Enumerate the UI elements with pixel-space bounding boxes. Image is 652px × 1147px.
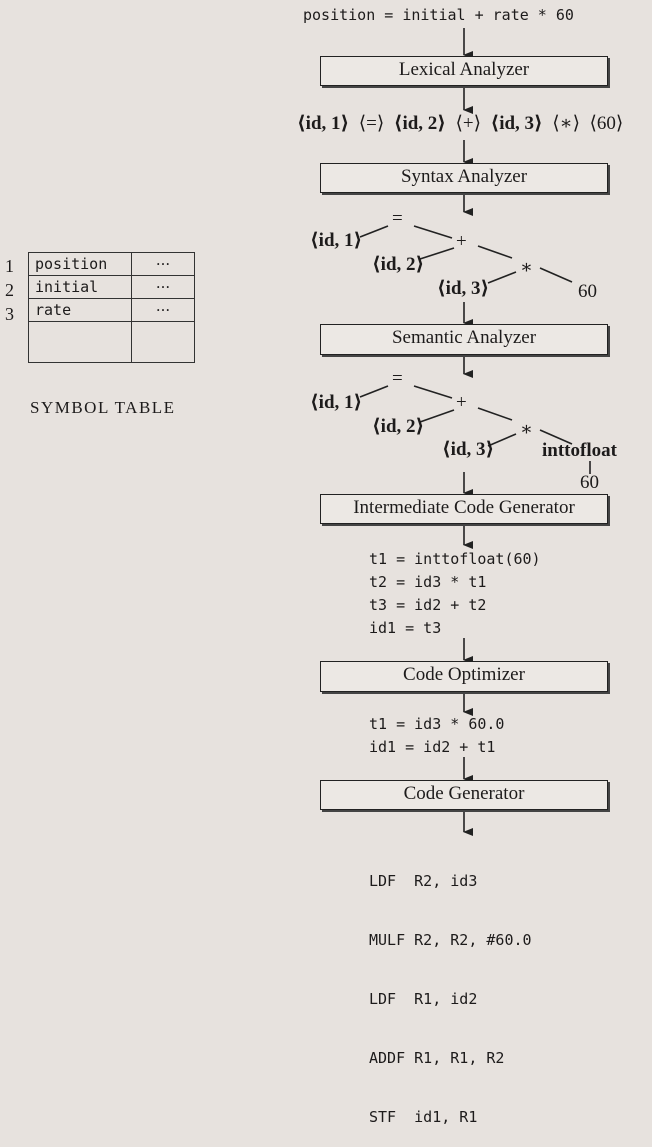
optimized-code-block: t1 = id3 * 60.0 id1 = id2 + t1 <box>369 713 504 759</box>
intermediate-code-block: t1 = inttofloat(60) t2 = id3 * t1 t3 = i… <box>369 548 541 640</box>
edge-assign-id1 <box>359 225 389 238</box>
code-generator-box: Code Generator <box>320 780 608 810</box>
symbol-table-row: rate ··· <box>28 298 195 322</box>
diagram-connectors <box>359 28 591 836</box>
source-statement: position = initial + rate * 60 <box>303 6 574 24</box>
token: ⟨∗⟩ <box>552 113 580 134</box>
token: ⟨=⟩ <box>358 113 385 134</box>
symbol-table-empty-row <box>28 321 195 363</box>
semantic-node-assign: = <box>392 368 403 389</box>
semantic-node-60: 60 <box>580 472 599 493</box>
symbol-attributes: ··· <box>131 298 195 322</box>
symbol-attributes: ··· <box>131 275 195 299</box>
code-optimizer-box: Code Optimizer <box>320 661 608 692</box>
edge-times-id3-sem <box>487 433 517 447</box>
syntax-analyzer-box: Syntax Analyzer <box>320 163 608 193</box>
symbol-row-number: 1 <box>5 256 14 276</box>
semantic-analyzer-box: Semantic Analyzer <box>320 324 608 355</box>
token: ⟨id, 3⟩ <box>490 113 543 134</box>
code-line: LDF R1, id2 <box>369 990 478 1008</box>
code-line: id1 = id2 + t1 <box>369 738 496 756</box>
symbol-attributes-empty <box>131 321 195 363</box>
edge-plus-id2 <box>419 247 455 260</box>
symbol-attributes: ··· <box>131 252 195 276</box>
code-line: t2 = id3 * t1 <box>369 573 487 591</box>
syntax-node-plus: + <box>456 231 467 252</box>
semantic-node-plus: + <box>456 392 467 413</box>
symbol-table: position ··· initial ··· rate ··· <box>28 252 195 363</box>
code-line: ADDF R1, R1, R2 <box>369 1049 505 1067</box>
edge-times-id3 <box>487 271 517 284</box>
token-stream: ⟨id, 1⟩ ⟨=⟩ ⟨id, 2⟩ ⟨+⟩ ⟨id, 3⟩ ⟨∗⟩ ⟨60⟩ <box>297 112 623 135</box>
symbol-row-number: 3 <box>5 304 14 324</box>
syntax-node-id3: ⟨id, 3⟩ <box>437 278 490 299</box>
code-line: t1 = inttofloat(60) <box>369 550 541 568</box>
symbol-table-title: SYMBOL TABLE <box>30 398 176 417</box>
edge-plus-times-sem <box>477 407 513 421</box>
edge-plus-id2-sem <box>419 409 455 423</box>
edge-assign-plus <box>413 225 453 239</box>
symbol-row-number: 2 <box>5 280 14 300</box>
code-line: MULF R2, R2, #60.0 <box>369 931 532 949</box>
symbol-name: rate <box>28 298 132 322</box>
symbol-name: position <box>28 252 132 276</box>
code-line: STF id1, R1 <box>369 1108 478 1126</box>
edge-plus-times <box>477 245 513 259</box>
syntax-node-times: ∗ <box>520 257 533 278</box>
semantic-node-inttofloat: inttofloat <box>542 440 617 461</box>
intermediate-code-generator-box: Intermediate Code Generator <box>320 494 608 524</box>
code-line: t1 = id3 * 60.0 <box>369 715 505 733</box>
syntax-node-assign: = <box>392 208 403 229</box>
semantic-node-id2: ⟨id, 2⟩ <box>372 416 425 437</box>
token: ⟨+⟩ <box>455 113 482 134</box>
code-line: id1 = t3 <box>369 619 442 637</box>
symbol-table-row: initial ··· <box>28 275 195 299</box>
token: ⟨id, 2⟩ <box>393 113 446 134</box>
syntax-node-id1: ⟨id, 1⟩ <box>310 230 363 251</box>
code-line: t3 = id2 + t2 <box>369 596 487 614</box>
semantic-node-id1: ⟨id, 1⟩ <box>310 392 363 413</box>
edge-times-num <box>539 267 573 283</box>
target-code-block: LDF R2, id3 MULF R2, R2, #60.0 LDF R1, i… <box>369 834 532 1147</box>
symbol-table-row: position ··· <box>28 252 195 276</box>
semantic-node-id3: ⟨id, 3⟩ <box>442 439 495 460</box>
semantic-node-times: ∗ <box>520 419 533 440</box>
lexical-analyzer-box: Lexical Analyzer <box>320 56 608 86</box>
edge-times-conv-sem <box>539 429 573 445</box>
edge-assign-id1-sem <box>359 385 389 398</box>
edge-assign-plus-sem <box>413 385 453 399</box>
token: ⟨60⟩ <box>589 113 624 134</box>
syntax-node-id2: ⟨id, 2⟩ <box>372 254 425 275</box>
code-line: LDF R2, id3 <box>369 872 478 890</box>
syntax-node-60: 60 <box>578 281 597 302</box>
symbol-name-empty <box>28 321 132 363</box>
symbol-name: initial <box>28 275 132 299</box>
token: ⟨id, 1⟩ <box>297 113 350 134</box>
